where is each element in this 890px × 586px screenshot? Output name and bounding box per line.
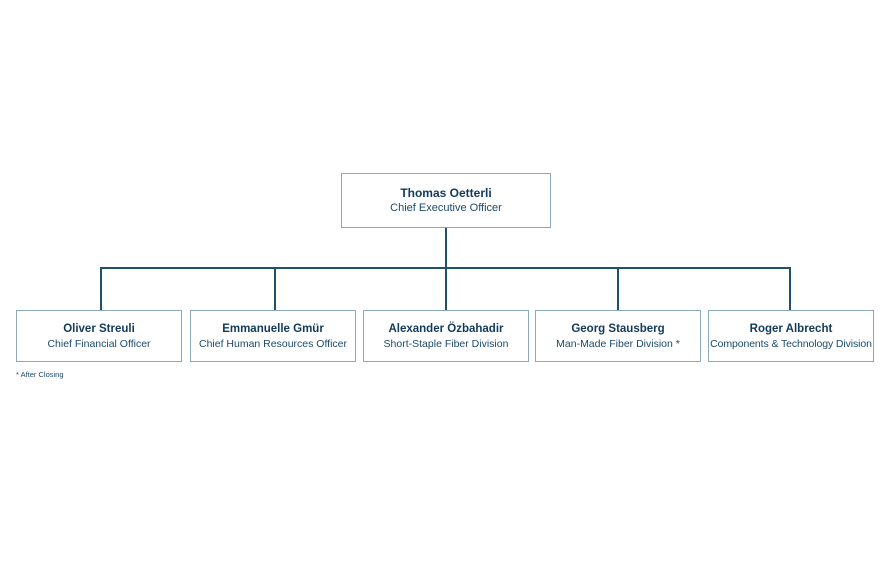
org-node-title: Chief Human Resources Officer bbox=[198, 337, 348, 350]
connector-drop-5 bbox=[789, 267, 791, 310]
org-node-ceo[interactable]: Thomas Oetterli Chief Executive Officer bbox=[341, 173, 551, 228]
org-node-report-0[interactable]: Oliver Streuli Chief Financial Officer bbox=[16, 310, 182, 362]
footnote: * After Closing bbox=[16, 370, 64, 379]
org-node-report-1[interactable]: Emmanuelle Gmür Chief Human Resources Of… bbox=[190, 310, 356, 362]
org-node-report-2[interactable]: Alexander Özbahadir Short-Staple Fiber D… bbox=[363, 310, 529, 362]
org-node-report-4[interactable]: Roger Albrecht Components & Technology D… bbox=[708, 310, 874, 362]
org-node-name: Georg Stausberg bbox=[571, 322, 665, 335]
org-node-name: Alexander Özbahadir bbox=[388, 322, 504, 335]
org-node-name: Emmanuelle Gmür bbox=[222, 322, 324, 335]
org-node-name: Thomas Oetterli bbox=[400, 186, 492, 200]
org-node-title: Chief Executive Officer bbox=[390, 202, 502, 214]
org-node-title: Chief Financial Officer bbox=[47, 337, 151, 350]
connector-drop-2 bbox=[274, 267, 276, 310]
connector-drop-4 bbox=[617, 267, 619, 310]
org-node-title: Man-Made Fiber Division * bbox=[556, 337, 680, 350]
connector-ceo-stem bbox=[445, 228, 447, 268]
org-node-title: Short-Staple Fiber Division bbox=[383, 337, 509, 350]
org-node-title: Components & Technology Division bbox=[710, 337, 872, 350]
org-node-name: Roger Albrecht bbox=[749, 322, 833, 335]
org-node-name: Oliver Streuli bbox=[63, 322, 135, 335]
connector-drop-1 bbox=[100, 267, 102, 310]
org-node-report-3[interactable]: Georg Stausberg Man-Made Fiber Division … bbox=[535, 310, 701, 362]
connector-drop-3 bbox=[445, 267, 447, 310]
